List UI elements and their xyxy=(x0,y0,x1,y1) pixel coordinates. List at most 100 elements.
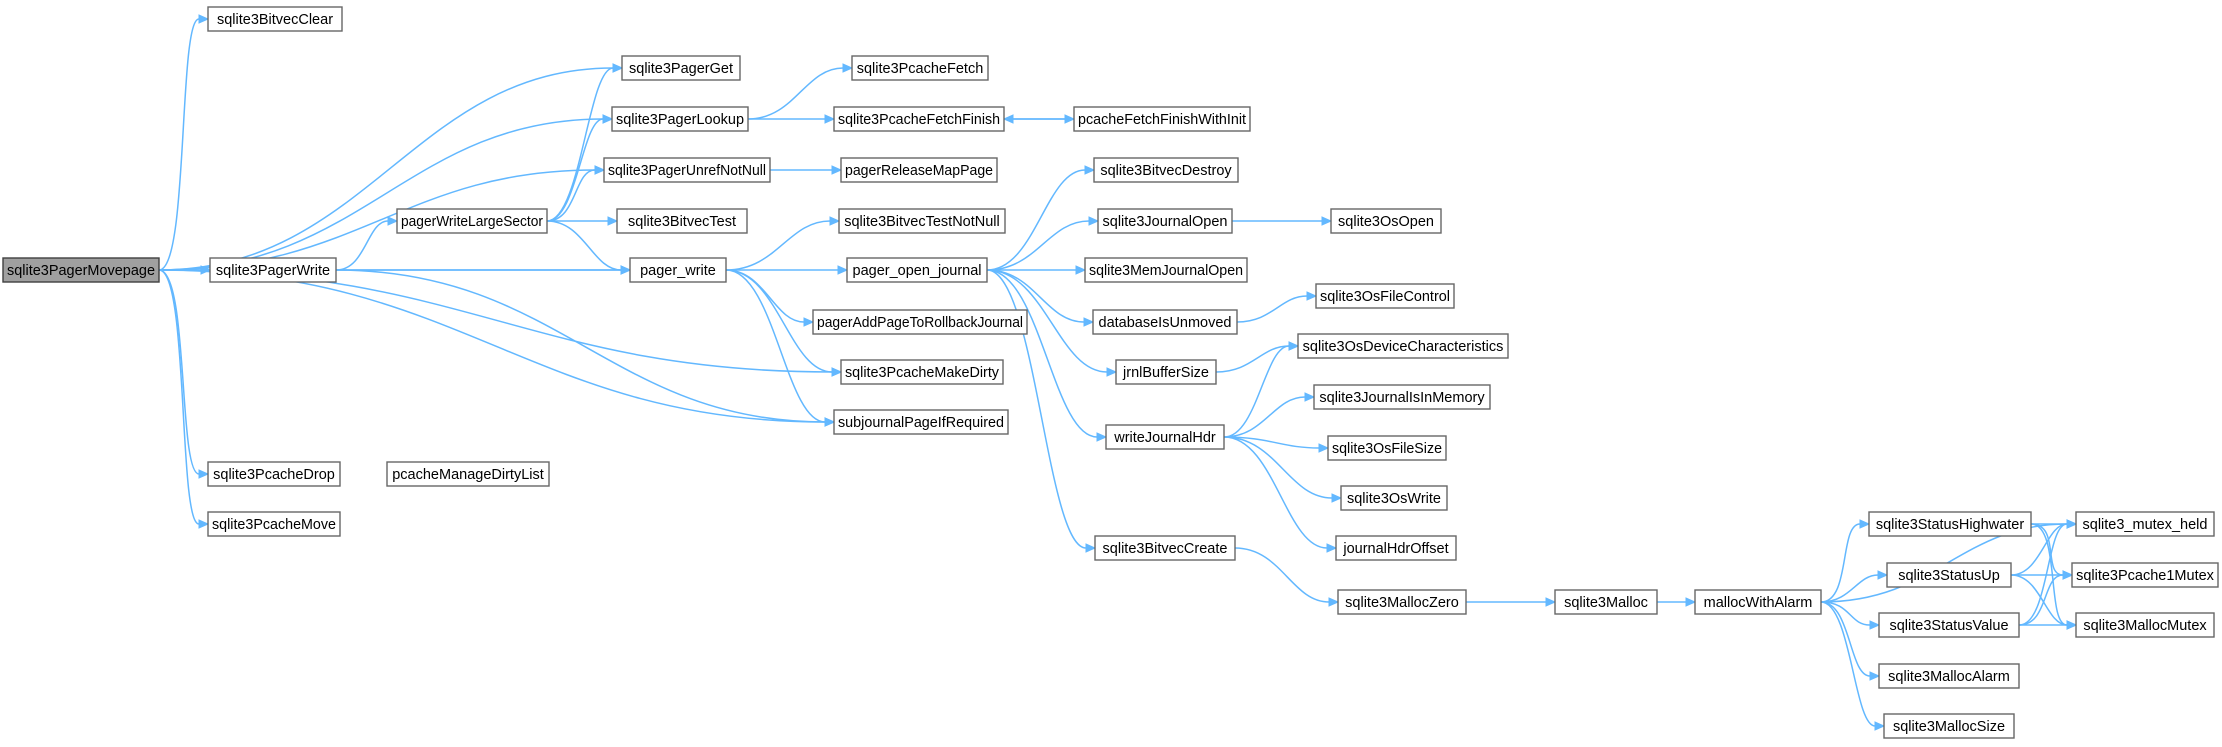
edge-pager-open-journal-to-sqlite3-journal-open xyxy=(986,216,1100,271)
node-sqlite3-bitvec-clear[interactable]: sqlite3BitvecClear xyxy=(207,6,343,32)
node-sqlite3-pcache-move[interactable]: sqlite3PcacheMove xyxy=(207,511,341,537)
edge-sqlite3-pager-unref-not-null-to-pager-release-map-page xyxy=(770,165,843,175)
node-pcache-fetch-finish-with-init[interactable]: pcacheFetchFinishWithInit xyxy=(1073,106,1251,132)
node-label: sqlite3StatusHighwater xyxy=(1876,517,2024,533)
edge-pager-write-large-sector-to-sqlite3-pager-get xyxy=(546,63,624,222)
node-sqlite3-status-up[interactable]: sqlite3StatusUp xyxy=(1886,562,2012,588)
node-label: sqlite3BitvecDestroy xyxy=(1100,163,1232,179)
node-sqlite3-pager-movepage[interactable]: sqlite3PagerMovepage xyxy=(2,257,160,283)
node-label: sqlite3StatusValue xyxy=(1889,618,2008,634)
edge-sqlite3-bitvec-create-to-sqlite3-malloc-zero xyxy=(1234,547,1340,607)
edge-sqlite3-status-value-to-sqlite3-mutex-held xyxy=(2018,519,2078,626)
node-label: pcacheFetchFinishWithInit xyxy=(1078,112,1246,128)
node-pager-open-journal[interactable]: pager_open_journal xyxy=(846,257,988,283)
node-label: sqlite3StatusUp xyxy=(1898,568,2000,584)
node-sqlite3-malloc-alarm[interactable]: sqlite3MallocAlarm xyxy=(1878,663,2020,689)
node-malloc-with-alarm[interactable]: mallocWithAlarm xyxy=(1694,589,1822,615)
edge-pager-open-journal-to-sqlite3-bitvec-destroy xyxy=(986,165,1096,271)
node-sqlite3-malloc-zero[interactable]: sqlite3MallocZero xyxy=(1337,589,1467,615)
node-label: sqlite3JournalOpen xyxy=(1103,214,1228,230)
edge-sqlite3-pager-movepage-to-sqlite3-pcache-make-dirty xyxy=(158,269,843,377)
node-pager-write[interactable]: pager_write xyxy=(629,257,727,283)
node-label: sqlite3PcacheFetchFinish xyxy=(838,112,1000,128)
node-sqlite3-status-value[interactable]: sqlite3StatusValue xyxy=(1878,612,2020,638)
node-sqlite3-mem-journal-open[interactable]: sqlite3MemJournalOpen xyxy=(1084,257,1248,283)
edge-write-journal-hdr-to-sqlite3-journal-is-in-memory xyxy=(1223,392,1316,438)
node-sqlite3-pcache-fetch-finish[interactable]: sqlite3PcacheFetchFinish xyxy=(833,106,1005,132)
node-pager-release-map-page[interactable]: pagerReleaseMapPage xyxy=(840,157,998,183)
edge-sqlite3-pager-movepage-to-sqlite3-pager-get xyxy=(158,63,624,271)
node-label: sqlite3PcacheDrop xyxy=(213,467,335,483)
node-label: journalHdrOffset xyxy=(1342,541,1448,557)
node-sqlite3-pager-lookup[interactable]: sqlite3PagerLookup xyxy=(611,106,749,132)
node-label: sqlite3BitvecTest xyxy=(628,214,736,230)
node-pager-write-large-sector[interactable]: pagerWriteLargeSector xyxy=(396,208,548,234)
edge-sqlite3-status-value-to-sqlite3-pcache1-mutex xyxy=(2018,570,2074,626)
node-sqlite3-malloc-size[interactable]: sqlite3MallocSize xyxy=(1883,713,2015,739)
node-sqlite3-pager-get[interactable]: sqlite3PagerGet xyxy=(621,55,741,81)
node-sqlite3-os-file-size[interactable]: sqlite3OsFileSize xyxy=(1327,435,1447,461)
edge-pager-write-large-sector-to-sqlite3-pager-unref-not-null xyxy=(546,165,606,222)
edge-pager-open-journal-to-sqlite3-bitvec-create xyxy=(986,269,1097,553)
node-label: pager_write xyxy=(640,263,716,279)
node-label: pagerReleaseMapPage xyxy=(845,163,993,179)
node-sqlite3-malloc[interactable]: sqlite3Malloc xyxy=(1554,589,1658,615)
node-sqlite3-pcache-make-dirty[interactable]: sqlite3PcacheMakeDirty xyxy=(840,359,1004,385)
node-sqlite3-pager-write[interactable]: sqlite3PagerWrite xyxy=(209,257,337,283)
node-pcache-manage-dirty-list[interactable]: pcacheManageDirtyList xyxy=(386,461,550,487)
node-sqlite3-bitvec-test[interactable]: sqlite3BitvecTest xyxy=(616,208,748,234)
node-label: sqlite3BitvecCreate xyxy=(1103,541,1228,557)
edge-pcache-fetch-finish-with-init-to-sqlite3-pcache-fetch-finish xyxy=(1002,114,1075,124)
edge-pager-write-large-sector-to-pager-write xyxy=(546,220,632,275)
node-sqlite3-bitvec-destroy[interactable]: sqlite3BitvecDestroy xyxy=(1093,157,1239,183)
edge-pager-write-to-sqlite3-pcache-make-dirty xyxy=(725,269,843,377)
node-sqlite3-bitvec-test-not-null[interactable]: sqlite3BitvecTestNotNull xyxy=(838,208,1006,234)
node-label: sqlite3OsWrite xyxy=(1347,491,1441,507)
edge-pager-write-to-pager-add-page-to-rollback-journal xyxy=(725,269,815,327)
node-sqlite3-pcache1-mutex[interactable]: sqlite3Pcache1Mutex xyxy=(2071,562,2219,588)
edge-write-journal-hdr-to-sqlite3-os-file-size xyxy=(1223,436,1330,453)
node-sqlite3-journal-is-in-memory[interactable]: sqlite3JournalIsInMemory xyxy=(1313,384,1491,410)
node-sqlite3-pcache-drop[interactable]: sqlite3PcacheDrop xyxy=(207,461,341,487)
node-sqlite3-os-open[interactable]: sqlite3OsOpen xyxy=(1330,208,1442,234)
edge-write-journal-hdr-to-sqlite3-os-write xyxy=(1223,436,1343,503)
edge-pager-write-to-sqlite3-bitvec-test-not-null xyxy=(725,216,841,271)
edge-sqlite3-pager-write-to-subjournal-page-if-required xyxy=(335,269,836,427)
edge-sqlite3-pager-movepage-to-sqlite3-pcache-move xyxy=(158,269,210,529)
node-label: pagerWriteLargeSector xyxy=(401,214,543,230)
edge-malloc-with-alarm-to-sqlite3-status-highwater xyxy=(1820,519,1871,603)
node-label: pcacheManageDirtyList xyxy=(392,467,544,483)
node-sqlite3-mutex-held[interactable]: sqlite3_mutex_held xyxy=(2075,511,2215,537)
node-sqlite3-os-write[interactable]: sqlite3OsWrite xyxy=(1340,485,1448,511)
node-sqlite3-pager-unref-not-null[interactable]: sqlite3PagerUnrefNotNull xyxy=(603,157,771,183)
node-subjournal-page-if-required[interactable]: subjournalPageIfRequired xyxy=(833,409,1009,435)
edge-malloc-with-alarm-to-sqlite3-status-up xyxy=(1820,570,1889,603)
node-sqlite3-malloc-mutex[interactable]: sqlite3MallocMutex xyxy=(2075,612,2215,638)
node-sqlite3-pcache-fetch[interactable]: sqlite3PcacheFetch xyxy=(851,55,989,81)
node-sqlite3-journal-open[interactable]: sqlite3JournalOpen xyxy=(1097,208,1233,234)
edge-sqlite3-pager-lookup-to-sqlite3-pcache-fetch xyxy=(747,63,854,120)
node-pager-add-page-to-rollback-journal[interactable]: pagerAddPageToRollbackJournal xyxy=(812,309,1028,335)
node-label: sqlite3BitvecTestNotNull xyxy=(844,214,1000,230)
node-sqlite3-bitvec-create[interactable]: sqlite3BitvecCreate xyxy=(1094,535,1236,561)
node-label: subjournalPageIfRequired xyxy=(838,415,1004,431)
node-label: sqlite3JournalIsInMemory xyxy=(1319,390,1485,406)
node-label: pager_open_journal xyxy=(853,263,982,279)
node-label: sqlite3MallocSize xyxy=(1893,719,2005,735)
edge-sqlite3-malloc-zero-to-sqlite3-malloc xyxy=(1465,597,1557,607)
node-jrnl-buffer-size[interactable]: jrnlBufferSize xyxy=(1115,359,1217,385)
edge-pager-write-large-sector-to-sqlite3-pager-lookup xyxy=(546,114,614,222)
edge-database-is-unmoved-to-sqlite3-os-file-control xyxy=(1236,291,1318,323)
node-label: sqlite3OsFileSize xyxy=(1332,441,1442,457)
edge-malloc-with-alarm-to-sqlite3-status-value xyxy=(1820,601,1881,630)
node-label: sqlite3PagerWrite xyxy=(216,263,330,279)
node-label: pagerAddPageToRollbackJournal xyxy=(817,315,1023,331)
node-sqlite3-os-file-control[interactable]: sqlite3OsFileControl xyxy=(1315,283,1455,309)
node-sqlite3-os-device-characteristics[interactable]: sqlite3OsDeviceCharacteristics xyxy=(1297,333,1509,359)
node-sqlite3-status-highwater[interactable]: sqlite3StatusHighwater xyxy=(1868,511,2032,537)
node-write-journal-hdr[interactable]: writeJournalHdr xyxy=(1105,424,1225,450)
node-journal-hdr-offset[interactable]: journalHdrOffset xyxy=(1335,535,1457,561)
node-label: sqlite3MallocAlarm xyxy=(1888,669,2010,685)
node-database-is-unmoved[interactable]: databaseIsUnmoved xyxy=(1092,309,1238,335)
